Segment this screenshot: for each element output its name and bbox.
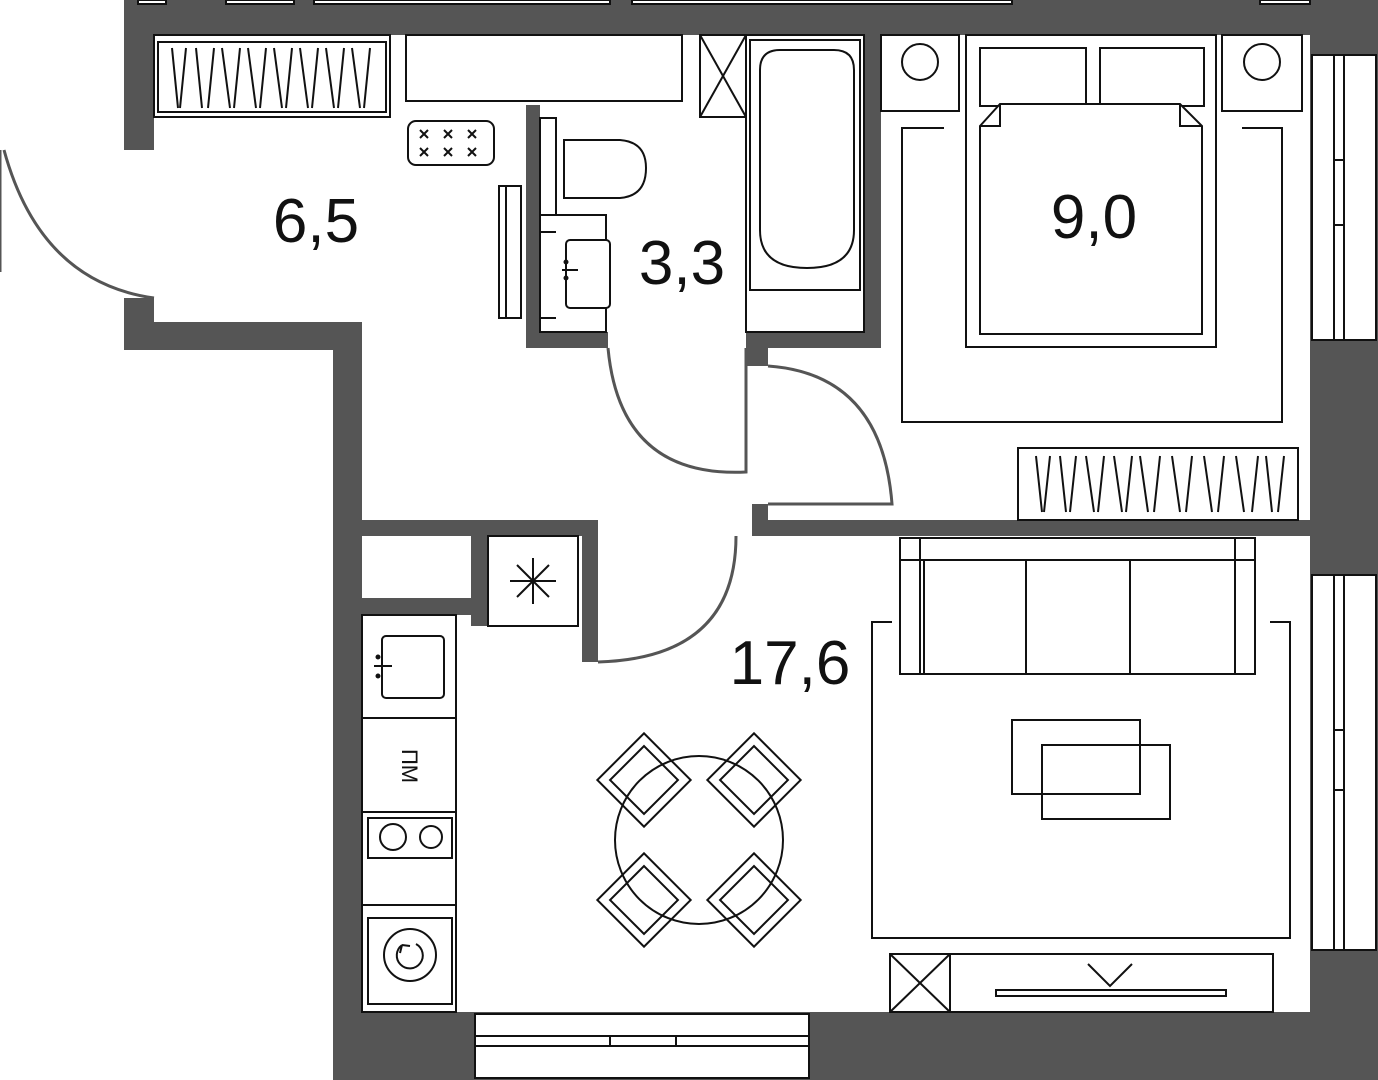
bathtub: [745, 34, 865, 333]
washing-machine: [367, 917, 453, 1005]
coat-rack: [498, 185, 522, 319]
living-rug: [871, 621, 1291, 939]
living-window-right: [1311, 574, 1377, 951]
cooktop: [367, 817, 453, 859]
windows: [474, 54, 1377, 1079]
bath-sink: [539, 214, 611, 333]
living-door: [597, 535, 738, 664]
bedroom-door: [767, 364, 894, 506]
entrance-door: [0, 149, 155, 300]
double-bed: [965, 34, 1217, 348]
tv-stand: [889, 953, 1274, 1013]
room-labels: 6,5 3,3 9,0 17,6: [273, 183, 1137, 698]
area-label-hallway: 6,5: [273, 187, 359, 256]
nightstand-right: [1221, 34, 1303, 112]
hall-wardrobe: [153, 34, 391, 118]
fridge: [487, 535, 579, 627]
bedroom-rug: [901, 127, 1283, 423]
bedroom-wardrobe: [1017, 447, 1299, 521]
area-label-bathroom: 3,3: [639, 229, 725, 298]
dishwasher-label: ПМ: [397, 749, 422, 783]
nightstand-left: [880, 34, 960, 112]
kitchen-counter: [361, 614, 457, 1013]
sofa: [899, 537, 1256, 675]
bedroom-window: [1311, 54, 1377, 341]
dining-set: [595, 731, 803, 949]
kitchen-sink: [374, 635, 445, 699]
shaft: [699, 34, 747, 118]
top-wall-openings: [137, 0, 1311, 102]
bathroom-door: [606, 347, 748, 474]
doors: [0, 149, 894, 664]
area-label-bedroom: 9,0: [1051, 183, 1137, 252]
furniture: [153, 34, 1303, 1013]
area-label-living-kitchen: 17,6: [730, 629, 851, 698]
toilet: [539, 117, 648, 219]
shoe-rack: [407, 120, 495, 166]
coffee-table: [1011, 719, 1171, 820]
kitchen-window-bottom: [474, 1013, 810, 1079]
